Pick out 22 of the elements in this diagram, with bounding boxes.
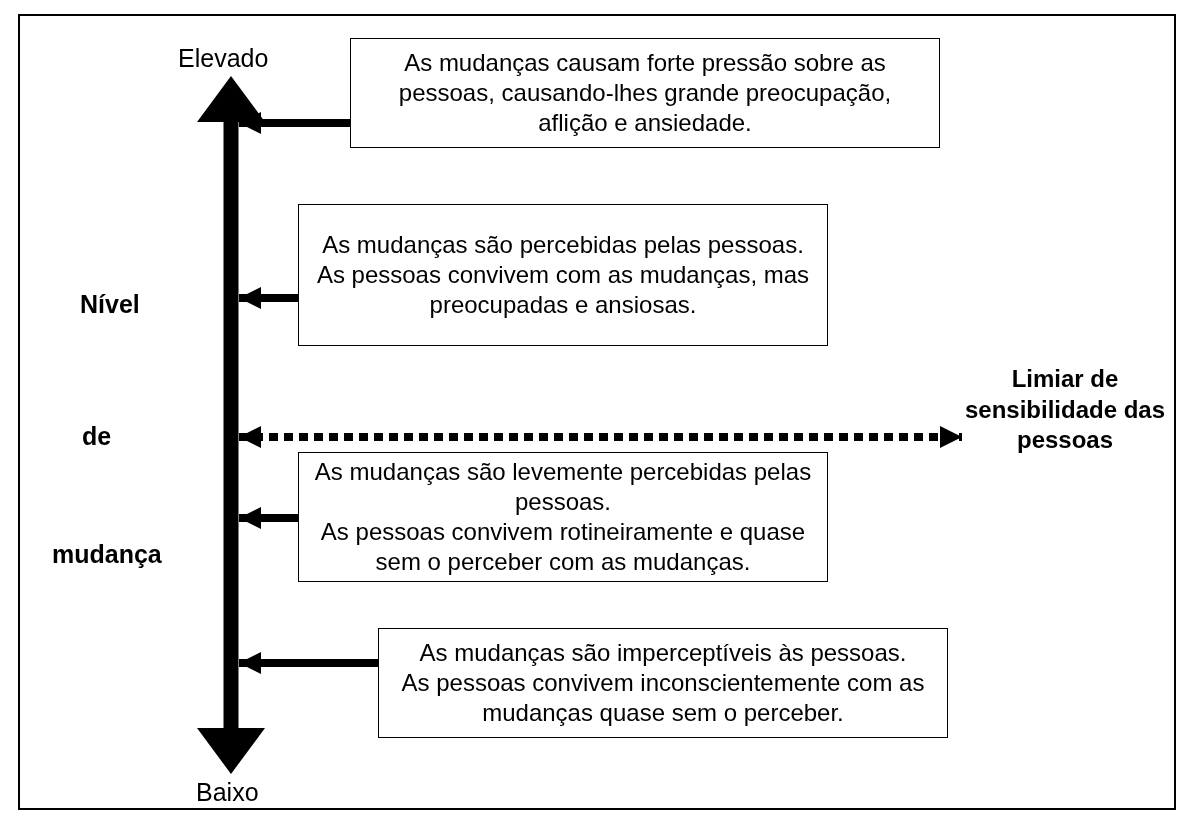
text-box: [298, 204, 828, 346]
double-arrow-axis: [197, 76, 265, 774]
box-text: As mudanças são imperceptíveis às pessoas.: [419, 638, 907, 668]
box-text: As pessoas convivem rotineiramente e quase sem o perceber com as mudanças.: [319, 517, 807, 577]
arrow: [239, 112, 350, 134]
axis-end-label: Elevado: [178, 44, 269, 73]
text-box: [298, 452, 828, 582]
arrow: [239, 652, 378, 674]
box-text: As mudanças são levemente percebidas pelas pessoas.: [313, 457, 813, 517]
axis-label: de: [82, 422, 112, 451]
arrow: [239, 287, 298, 309]
text-box: [350, 38, 940, 148]
box-text: As mudanças são percebidas pelas pessoas.: [322, 230, 804, 260]
threshold-label: Limiar de sensibilidade das pessoas: [962, 364, 1168, 464]
box-text: As pessoas convivem com as mudanças, mas preocupadas e ansiosas.: [315, 260, 811, 320]
axis-label: mudança: [52, 540, 162, 569]
text-box: [378, 628, 948, 738]
box-text: As mudanças causam forte pressão sobre as pessoas, causando-lhes grande preocupação, aflição e ansiedade.: [397, 48, 893, 138]
arrow: [239, 507, 298, 529]
axis-label: Nível: [80, 290, 140, 319]
axis-end-label: Baixo: [196, 778, 259, 807]
box-text: As pessoas convivem inconscientemente com as mudanças quase sem o perceber.: [400, 668, 926, 728]
